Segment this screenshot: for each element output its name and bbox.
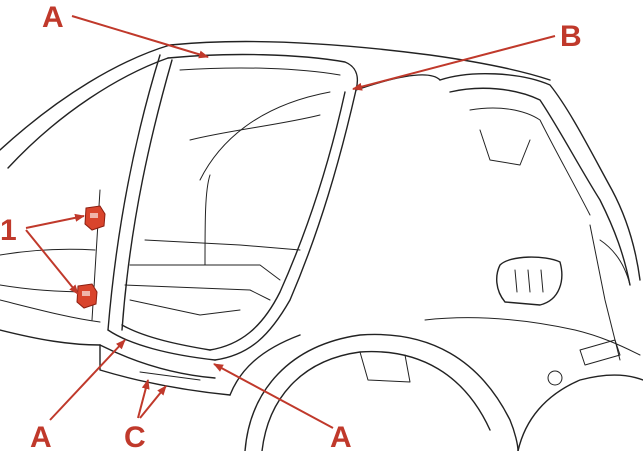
arrow-1-lower (25, 229, 79, 295)
label-a-bottom-right: A (330, 421, 352, 451)
label-1: 1 (0, 214, 17, 247)
arrow-a-bottom-left (49, 339, 126, 421)
label-c: C (124, 421, 146, 451)
arrow-c-right (139, 385, 167, 419)
callout-arrows (25, 15, 556, 429)
label-a-top: A (42, 1, 64, 34)
callout-labels: A B 1 A C A (0, 1, 582, 451)
arrow-c-left (137, 379, 150, 419)
arrow-a-bottom-right (213, 363, 334, 429)
label-a-bottom-left: A (30, 421, 52, 451)
clip-lower (76, 283, 98, 309)
clip-upper (84, 205, 106, 231)
car-body-outline (0, 40, 643, 451)
arrow-1-upper (25, 213, 85, 229)
arrow-b (352, 35, 556, 91)
label-b: B (560, 20, 582, 53)
arrow-a-top (71, 15, 209, 59)
